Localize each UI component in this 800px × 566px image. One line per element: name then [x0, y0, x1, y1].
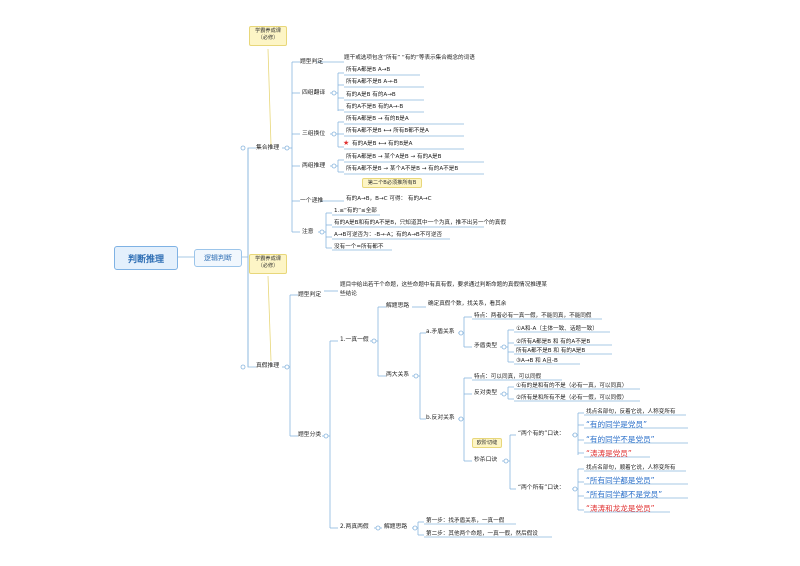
two-all-example: “所有同学都不是党员”: [586, 490, 663, 499]
note-line: 学霸养成课: [255, 28, 281, 34]
two-all-node[interactable]: “两个所有”口诀：: [518, 485, 565, 491]
two-all-example: “所有同学都是党员”: [586, 476, 655, 485]
contradiction-type: 所有A都不是B 和 有的A是B: [516, 348, 586, 354]
translation-item: 所有A都是B A→B: [346, 67, 391, 73]
set-reasoning-node[interactable]: 集合推理: [256, 145, 280, 151]
contradiction-types-node[interactable]: 矛盾类型: [474, 343, 498, 349]
opposition-type: ②所有是和所有不是（必有一假，可以同假）: [516, 395, 628, 401]
solve-idea-node[interactable]: 解题思路: [386, 303, 410, 309]
note-line: 学霸养成课: [255, 256, 281, 262]
classify-node[interactable]: 题型分类: [298, 432, 322, 438]
contradiction-type: ①A和-A（主体一致、话题一致）: [516, 326, 598, 332]
opposition-type: ①有的是和有的不是（必有一真，可以同真）: [516, 383, 628, 389]
attention-item: 有的A是B和有的A不是B，只知道其中一个为真，推不出另一个的真假: [334, 220, 506, 226]
swap-item: 所有A都不是B ⟷ 所有B都不是A: [346, 128, 429, 134]
quick-tips-node[interactable]: 秒杀口诀: [474, 457, 498, 463]
note-line: （必修）: [257, 262, 279, 269]
two-true-two-false-node[interactable]: 2.两真两假: [340, 524, 369, 530]
contradiction-node[interactable]: a.矛盾关系: [426, 329, 455, 335]
truth-qtype-node[interactable]: 题型判定: [298, 292, 322, 298]
three-swaps-node[interactable]: 三组换位: [302, 131, 326, 137]
star-icon: ★: [343, 139, 350, 147]
one-true-one-false-node[interactable]: 1.一真一假: [340, 337, 369, 343]
solve-step: 第二步：其他两个命题，一真一假，然后假设: [426, 531, 538, 537]
two-some-example: “有的同学是党员”: [586, 420, 648, 429]
two-relations-node[interactable]: 两大关系: [386, 372, 410, 378]
swap-item: 有的A是B ⟷ 有的B是A: [352, 141, 413, 147]
recursion-desc: 有的A→B，B→C 可得： 有的A→C: [346, 196, 432, 202]
note-cut: 欧阶切缝: [472, 438, 502, 448]
root-node[interactable]: 判断推理: [114, 246, 178, 270]
two-some-example: “有的同学不是党员”: [586, 435, 655, 444]
note-required-course-2: 学霸养成课 （必修）: [249, 254, 287, 274]
opposition-node[interactable]: b.反对关系: [426, 415, 455, 421]
chain-item: 所有A都是B → 某个A是B → 有的A是B: [346, 154, 442, 160]
translation-item: 所有A都不是B A→-B: [346, 79, 398, 85]
logic-node[interactable]: 逻辑判断: [194, 249, 242, 267]
set-qtype-node[interactable]: 题型判定: [300, 59, 324, 65]
two-all-desc: 找点名部句，顺着它说，人称变所有: [586, 465, 676, 471]
contradiction-feature: 特点：两者必有一真一假，不能同真，不能同假: [474, 313, 592, 319]
truth-qtype-desc: 些结论: [340, 291, 357, 297]
swap-item: 所有A都是B → 有的B是A: [346, 116, 409, 122]
contradiction-type: ②所有A都是B 和 有的A不是B: [516, 339, 591, 345]
solve-idea-desc: 确定真假个数，找关系，看其余: [428, 301, 507, 307]
chain-item: 所有A都不是B → 某个A不是B → 有的A不是B: [346, 166, 459, 172]
recursion-node[interactable]: 一个递推: [300, 198, 324, 204]
two-all-example: “涛涛和龙龙是党员”: [586, 504, 655, 513]
opposition-feature: 特点：可以同真，可以同假: [474, 374, 542, 380]
two-some-desc: 找点名部句，反着它说，人称变所有: [586, 409, 676, 415]
four-translations-node[interactable]: 四组翻译: [302, 90, 326, 96]
attention-item: 没有一个=所有都不: [334, 244, 384, 250]
solve-step: 第一步：找矛盾关系，一真一假: [426, 518, 505, 524]
two-some-node[interactable]: “两个有的”口诀：: [518, 431, 565, 437]
translation-item: 有的A是B 有的A→B: [346, 92, 396, 98]
translation-item: 有的A不是B 有的A→-B: [346, 104, 404, 110]
solve-idea-2-node[interactable]: 解题思路: [384, 524, 408, 530]
truth-qtype-desc: 题目中给出若干个命题，这些命题中有真有假，要求通过判断命题的真假情况推理某: [340, 282, 547, 288]
attention-item: 1.≤“有的”≤全部: [334, 208, 377, 214]
note-second-b: 第二个B必须推所有B: [362, 178, 422, 188]
note-required-course-1: 学霸养成课 （必修）: [249, 26, 287, 46]
truth-reasoning-node[interactable]: 真假推理: [256, 363, 280, 369]
contradiction-type: ③A→B 和 A且-B: [516, 358, 558, 364]
note-line: （必修）: [257, 34, 279, 41]
opposition-types-node[interactable]: 反对类型: [474, 390, 498, 396]
two-some-example: “涛涛是党员”: [586, 449, 632, 458]
attention-node[interactable]: 注意: [302, 229, 314, 235]
two-chains-node[interactable]: 两组推理: [302, 163, 326, 169]
attention-item: A→B可逆否为：-B→-A；有的A→B不可逆否: [334, 232, 443, 238]
set-qtype-desc: 题干或选项包含“所有” “有的”等表示集合概念的词语: [344, 55, 475, 61]
